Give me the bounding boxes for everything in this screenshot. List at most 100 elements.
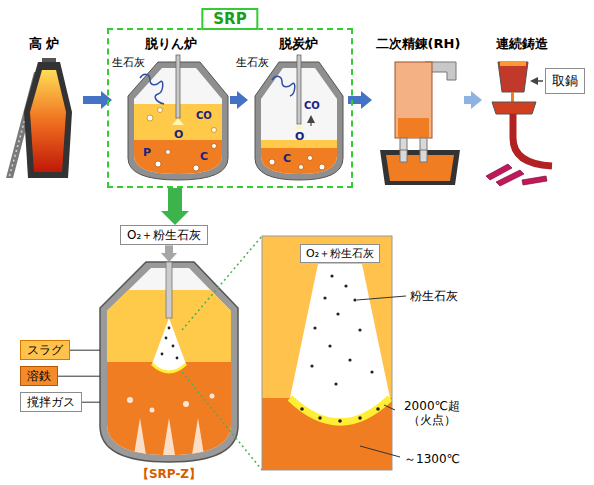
hot-spot — [290, 398, 390, 422]
leader-line — [58, 376, 100, 377]
gas-bubble — [183, 401, 189, 407]
process-stage: 連続鋳造 — [482, 36, 562, 186]
element-symbol: CO — [196, 110, 212, 122]
temperature-label: 2000℃超 （火点） — [398, 400, 466, 428]
flow-arrow — [464, 96, 471, 104]
zoom-frame — [262, 236, 392, 470]
zoom-view — [262, 236, 392, 470]
tundish — [492, 102, 536, 114]
process-stage: 二次精錬(RH) — [372, 36, 464, 186]
gas-bubble — [212, 128, 217, 133]
snorkel — [420, 150, 427, 162]
oxygen-lance — [166, 262, 172, 318]
leader-line — [357, 296, 406, 300]
part-name: スラグ — [27, 343, 63, 357]
legend-box: 撹拌ガス — [20, 392, 82, 412]
gas-bubble — [319, 164, 325, 170]
lime-particle — [348, 358, 351, 361]
powder-jet — [290, 264, 390, 422]
element-symbol: C — [200, 150, 208, 163]
element-symbol: O — [295, 130, 304, 143]
element-symbol: O — [174, 128, 183, 141]
lime-particle — [336, 312, 339, 315]
vacuum-vessel — [395, 62, 432, 138]
lime-particle — [176, 357, 179, 360]
part-name: 溶鉄 — [27, 369, 51, 383]
gas-bubble — [308, 156, 313, 161]
lime-particle — [328, 344, 331, 347]
stage-heading: 二次精錬(RH) — [372, 36, 464, 52]
leader-line — [384, 405, 395, 410]
leader-line — [82, 402, 100, 403]
element-symbol: P — [143, 146, 151, 159]
lime-feed — [272, 76, 295, 96]
gas-bubble — [158, 108, 163, 113]
stage-heading: 脱りん炉 — [112, 36, 230, 52]
detail-arrow — [168, 188, 182, 211]
leader-arrow — [538, 80, 543, 82]
leader-line — [360, 446, 400, 457]
material-label: 生石灰 — [236, 56, 269, 69]
powder-jet — [152, 318, 186, 372]
input-text: O₂＋粉生石灰 — [127, 228, 201, 242]
blast-furnace-interior — [30, 70, 66, 172]
gas-bubble — [147, 115, 153, 121]
process-stage: 高 炉 — [5, 36, 83, 186]
snorkel — [400, 138, 407, 162]
gas-plume — [134, 418, 146, 455]
molten-steel — [398, 118, 429, 138]
part-name: 撹拌ガス — [27, 395, 75, 409]
lime-particle — [370, 370, 373, 373]
ladle-shell — [380, 150, 460, 185]
lime-particle — [358, 328, 361, 331]
converter-vessel: 【SRP-Z】 — [100, 262, 238, 482]
gas-bubble — [166, 150, 171, 155]
flow-arrow — [230, 96, 237, 104]
lime-particle — [165, 337, 168, 340]
snorkel — [420, 138, 427, 162]
lime-particle — [168, 327, 171, 330]
stage-heading: 連続鋳造 — [482, 36, 562, 52]
lime-particle — [318, 416, 322, 420]
gas-bubble — [193, 165, 199, 171]
ladle — [498, 62, 528, 92]
lime-particle — [310, 364, 313, 367]
lime-particle — [313, 326, 316, 329]
stage-heading: 高 炉 — [5, 36, 83, 52]
input-box: O₂＋粉生石灰 — [120, 225, 208, 245]
snorkel — [400, 150, 407, 162]
hot-spot — [152, 364, 186, 372]
material-label: 生石灰 — [112, 56, 145, 69]
lime-particle — [344, 284, 347, 287]
legend-box: スラグ — [20, 340, 70, 360]
lime-particle — [358, 416, 362, 420]
vessel-space — [100, 262, 240, 462]
lime-particle — [338, 419, 342, 423]
slab — [522, 176, 547, 185]
gas-bubble — [210, 394, 215, 399]
temperature-label: ～1300℃ — [404, 452, 460, 466]
gas-plume — [163, 418, 175, 455]
vessel-caption: 【SRP-Z】 — [137, 467, 201, 482]
oxygen-jet — [295, 124, 303, 129]
gas-plume — [192, 418, 204, 455]
gas-bubble — [212, 144, 217, 149]
gas-arrow — [311, 123, 312, 126]
lime-particle — [334, 382, 337, 385]
flow-arrow — [83, 96, 101, 104]
gas-bubble — [269, 159, 275, 165]
lime-particle — [300, 407, 304, 411]
legend-box: 溶鉄 — [20, 366, 58, 386]
flow-arrow — [348, 96, 361, 104]
callout-text: 取鍋 — [552, 73, 578, 89]
lime-particles — [300, 274, 380, 422]
feed-arrow — [165, 245, 173, 253]
callout-box: 取鍋 — [545, 68, 585, 94]
gas-bubble — [299, 165, 304, 170]
lime-particle — [330, 274, 333, 277]
group-heading: SRP — [201, 8, 258, 30]
element-symbol: C — [283, 152, 291, 165]
slab — [496, 170, 524, 186]
